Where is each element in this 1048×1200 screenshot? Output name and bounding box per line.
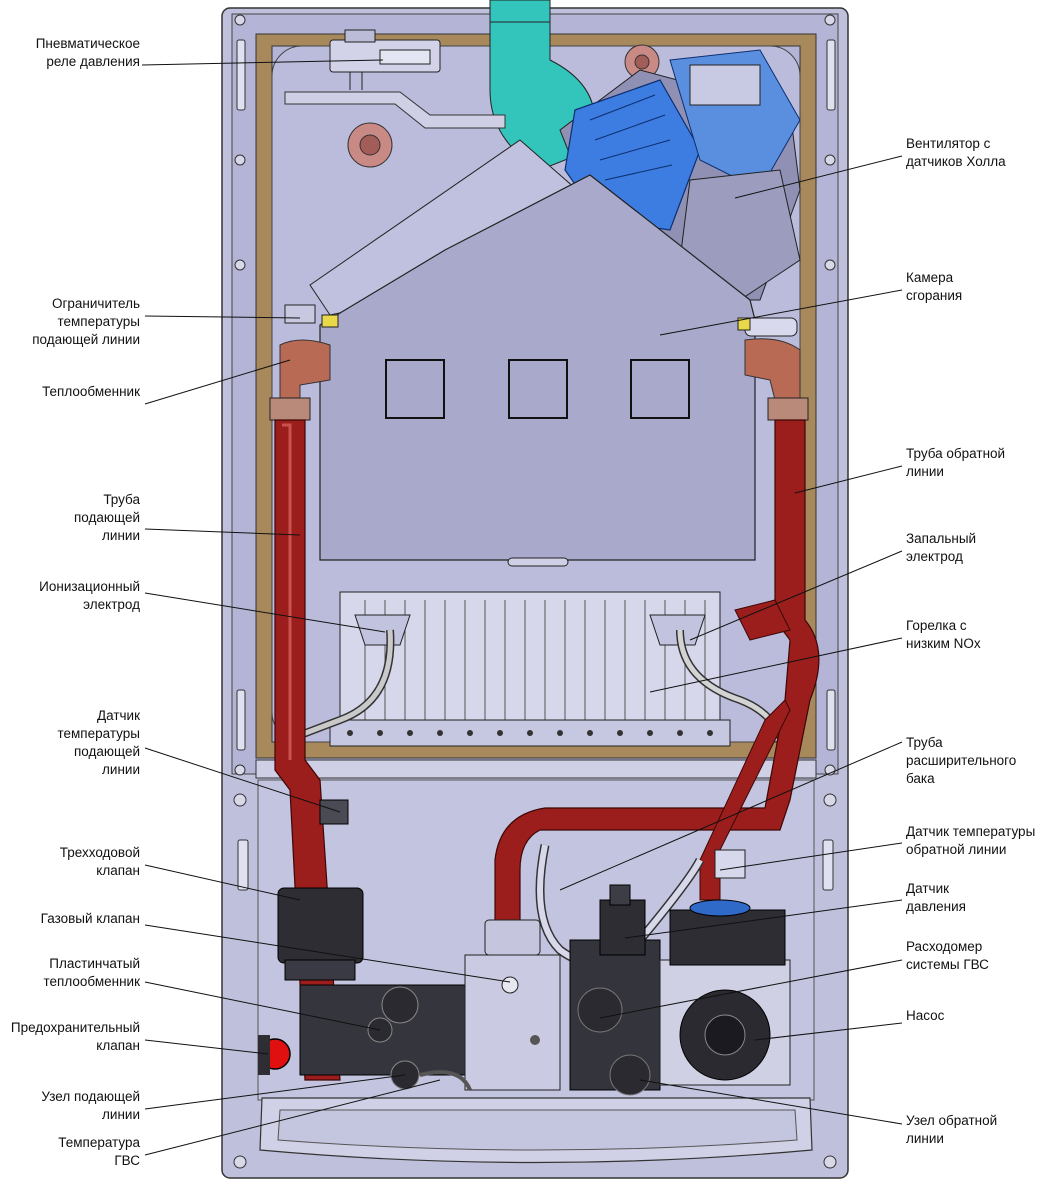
label-line: Ионизационный [39, 579, 140, 594]
leader-lines [141, 59, 903, 1156]
return-temp-sensor [714, 849, 746, 879]
label-safety-valve: Предохранительный клапан [11, 1020, 140, 1053]
label-gas-valve: Газовый клапан [41, 911, 140, 926]
label-line: Узел обратной [906, 1113, 997, 1128]
label-line: Вентилятор с [906, 136, 991, 151]
three-way-valve [277, 887, 364, 981]
label-line: Теплообменник [42, 384, 140, 399]
label-line: Пластинчатый [49, 956, 140, 971]
label-return-temp-sensor: Датчик температуры обратной линии [906, 824, 1035, 857]
label-line: Датчик температуры [906, 824, 1035, 839]
combustion-chamber [309, 139, 756, 567]
label-pneumatic-relay: Пневматическое реле давления [36, 36, 140, 69]
label-line: линии [102, 528, 140, 543]
label-pressure-sensor: Датчик давления [906, 881, 966, 914]
label-flow-temp-sensor: Датчик температуры подающей линии [57, 708, 140, 777]
label-line: Камера [906, 270, 954, 285]
label-line: датчиков Холла [906, 154, 1006, 169]
label-flow-pipe: Труба подающей линии [74, 492, 141, 543]
label-line: Горелка с [906, 618, 967, 633]
hydraulic-group [569, 884, 661, 1096]
label-line: Газовый клапан [41, 911, 140, 926]
label-plate-heat-exchanger: Пластинчатый теплообменник [44, 956, 141, 989]
label-line: сгорания [906, 288, 962, 303]
label-line: Труба [906, 735, 943, 750]
label-fan-hall: Вентилятор с датчиков Холла [906, 136, 1006, 169]
label-line: ГВС [114, 1153, 140, 1168]
dhw-sensor [419, 1070, 472, 1091]
label-line: Предохранительный [11, 1020, 140, 1035]
label-heat-exchanger: Теплообменник [42, 384, 140, 399]
label-return-pipe: Труба обратной линии [906, 446, 1005, 479]
label-line: электрод [906, 549, 963, 564]
label-line: Расходомер [906, 939, 982, 954]
safety-valve [258, 1035, 291, 1075]
pump [659, 899, 791, 1086]
label-line: линии [906, 464, 944, 479]
label-line: Насос [906, 1008, 945, 1023]
label-line: температуры [57, 726, 140, 741]
label-flow-assembly: Узел подающей линии [41, 1089, 140, 1122]
label-line: линии [102, 1107, 140, 1122]
label-line: Датчик [906, 881, 949, 896]
label-dhw-flowmeter: Расходомер системы ГВС [906, 939, 989, 972]
sealing-cap [347, 44, 660, 168]
return-fitting [737, 317, 809, 421]
label-line: обратной линии [906, 842, 1006, 857]
label-combustion-chamber: Камера сгорания [906, 270, 962, 303]
label-line: теплообменник [44, 974, 141, 989]
label-line: Ограничитель [52, 296, 140, 311]
label-line: Трехходовой [60, 845, 140, 860]
label-line: Температура [58, 1135, 140, 1150]
label-line: подающей [74, 744, 140, 759]
label-pump: Насос [906, 1008, 945, 1023]
label-line: клапан [96, 1038, 140, 1053]
label-line: Датчик [97, 708, 140, 723]
label-line: температуры [57, 314, 140, 329]
label-line: Труба обратной [906, 446, 1005, 461]
flow-temp-sensor [319, 799, 349, 825]
label-line: Запальный [906, 531, 976, 546]
label-flow-temp-limiter: Ограничитель температуры подающей линии [32, 296, 140, 347]
label-line: давления [906, 899, 966, 914]
label-line: электрод [83, 597, 140, 612]
label-line: низким NOx [906, 636, 981, 651]
label-line: бака [906, 771, 935, 786]
label-line: Труба [103, 492, 140, 507]
flow-fitting [269, 304, 339, 421]
label-line: линии [102, 762, 140, 777]
return-pipe [494, 419, 820, 931]
label-line: подающей [74, 510, 140, 525]
label-expansion-pipe: Труба расширительного бака [906, 735, 1016, 786]
label-line: клапан [96, 863, 140, 878]
label-line: подающей линии [32, 332, 140, 347]
label-line: Узел подающей [41, 1089, 140, 1104]
label-line: линии [906, 1131, 944, 1146]
pressure-relay [329, 29, 441, 90]
label-three-way-valve: Трехходовой клапан [60, 845, 140, 878]
label-line: реле давления [46, 54, 140, 69]
burner [329, 591, 731, 747]
label-line: Пневматическое [36, 36, 140, 51]
label-line: системы ГВС [906, 957, 989, 972]
air-pipe [284, 91, 506, 129]
label-line: расширительного [906, 753, 1016, 768]
label-ignition-electrode: Запальный электрод [906, 531, 976, 564]
label-ionization-electrode: Ионизационный электрод [39, 579, 140, 612]
label-low-nox-burner: Горелка с низким NOx [906, 618, 981, 651]
label-return-assembly: Узел обратной линии [906, 1113, 997, 1146]
